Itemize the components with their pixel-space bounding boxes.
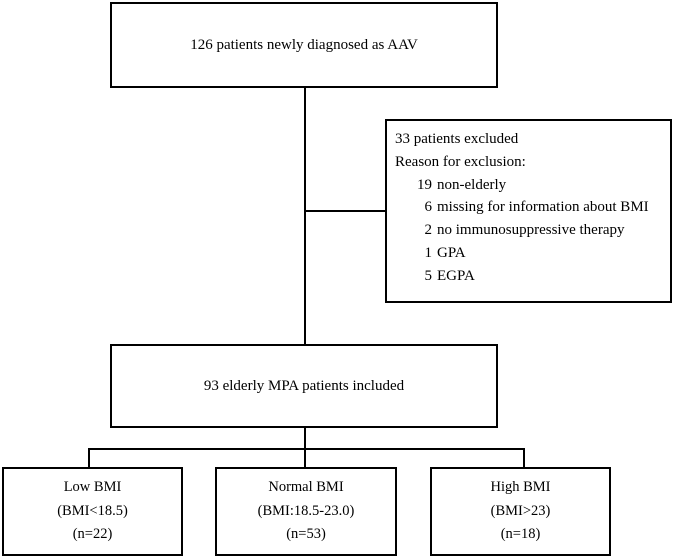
group-name-label: Low BMI (63, 479, 122, 496)
enrolled-patients-box: 126 patients newly diagnosed as AAV (110, 2, 498, 88)
exclusion-reason-count: 1 (424, 244, 433, 261)
group-criterion-label: (BMI:18.5-23.0) (257, 502, 355, 519)
group-count-label: (n=53) (286, 526, 326, 543)
connector-group-split-bar (88, 448, 525, 450)
list-item: 5 EGPA (395, 265, 670, 288)
connector-enrolled-to-included (304, 88, 306, 345)
exclusion-reason-label: no immunosuppressive therapy (437, 222, 625, 239)
exclusion-reason-header: Reason for exclusion: (395, 153, 526, 170)
group-criterion-label: (BMI>23) (490, 502, 551, 519)
group-criterion-label: (BMI<18.5) (57, 502, 128, 519)
connector-to-excluded-box (304, 210, 386, 212)
enrolled-patients-label: 126 patients newly diagnosed as AAV (190, 36, 418, 53)
connector-branch-low-bmi (88, 448, 90, 468)
connector-branch-high-bmi (523, 448, 525, 468)
exclusion-reason-label: EGPA (437, 267, 475, 284)
list-item: 19 non-elderly (395, 174, 670, 197)
group-count-label: (n=22) (72, 526, 113, 543)
included-patients-label: 93 elderly MPA patients included (203, 377, 405, 394)
exclusion-reason-label: missing for information about BMI (437, 199, 649, 216)
group-box-low-bmi: Low BMI (BMI<18.5) (n=22) (2, 467, 183, 556)
excluded-patients-box: 33 patients excluded Reason for exclusio… (385, 119, 672, 303)
exclusion-reason-count: 6 (424, 199, 433, 216)
exclusion-reason-label: non-elderly (437, 176, 507, 193)
exclusion-reason-count: 19 (417, 176, 432, 193)
exclusion-reason-count: 5 (424, 267, 433, 284)
group-box-high-bmi: High BMI (BMI>23) (n=18) (430, 467, 611, 556)
included-patients-box: 93 elderly MPA patients included (110, 344, 498, 428)
list-item: 6 missing for information about BMI (395, 196, 670, 219)
group-count-label: (n=18) (500, 526, 541, 543)
exclusion-reason-label: GPA (437, 244, 466, 261)
list-item: 2 no immunosuppressive therapy (395, 219, 670, 242)
group-name-label: Normal BMI (268, 479, 344, 496)
excluded-count-label: 33 patients excluded (395, 131, 519, 147)
exclusion-reason-count: 2 (424, 222, 433, 239)
exclusion-reason-list: 19 non-elderly 6 missing for information… (395, 174, 670, 288)
group-box-normal-bmi: Normal BMI (BMI:18.5-23.0) (n=53) (215, 467, 397, 556)
group-name-label: High BMI (490, 479, 551, 496)
list-item: 1 GPA (395, 242, 670, 265)
